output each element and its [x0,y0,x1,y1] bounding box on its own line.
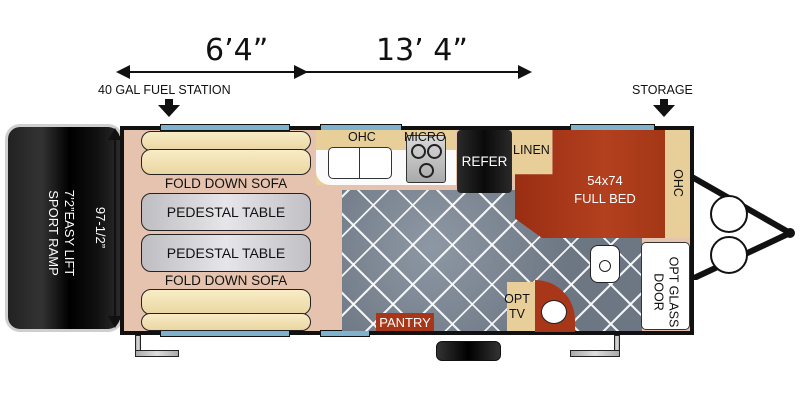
micro-label: MICRO [404,130,446,144]
window-bottom-kitchen [320,330,370,337]
burner-icon [427,144,442,159]
pantry: PANTRY [376,313,434,331]
dimension-line [128,71,298,73]
arrow-right-icon [518,65,532,79]
dimension-arrow-rear [300,65,532,79]
window-bottom-front [160,330,290,337]
burner-icon [411,144,426,159]
opt-tv-label: OPT TV [502,292,532,322]
fold-down-sofa-top-label: FOLD DOWN SOFA [164,176,288,191]
storage-label: STORAGE [632,83,693,97]
bed-size-label: 54x74 [587,173,623,188]
window-top-bedroom [570,124,655,131]
sofa-seat-cushion-top [141,149,311,175]
sink-icon [328,147,392,179]
ramp-label-line1: 7’2”EASY LIFT [62,189,77,277]
burner-icon [419,163,434,178]
dimension-line [114,138,116,318]
stabilizer-jack-rear-arm [570,350,620,357]
linen-label: LINEN [513,143,550,157]
opt-tv-cabinet [507,282,535,331]
dimension-line [300,71,520,73]
sofa-seat-cushion-bottom [141,289,311,315]
shower-door-line1: OPT GLASS [666,256,681,328]
refrigerator: REFER [457,130,512,193]
sofa-back-cushion-bottom [141,313,311,331]
arrow-up-icon [108,128,122,140]
width-dimension [108,128,122,328]
shower-door-line2: DOOR [651,273,666,311]
bath-sink-icon [541,300,567,324]
window-top-front [160,124,290,131]
fuel-station-label: 40 GAL FUEL STATION [98,83,231,97]
stove [406,135,446,183]
bed-label: 54x74 FULL BED [560,172,650,208]
sofa-back-cushion-top [141,131,311,151]
stabilizer-jack-front-arm [135,350,179,357]
dimension-arrow-front [116,65,308,79]
arrow-left-icon [116,65,130,79]
shower [641,242,690,330]
sport-ramp: 7’2”EASY LIFT SPORT RAMP [8,127,120,329]
toilet-icon [590,245,620,283]
opt-tv-line1: OPT [504,292,530,306]
ramp-label-line2: SPORT RAMP [46,190,61,276]
bedroom-ohc-label: OHC [670,169,685,197]
storage-arrow-icon [653,99,675,117]
propane-tank-top [710,195,748,233]
ramp-label: 7’2”EASY LIFT SPORT RAMP [45,178,77,288]
dimension-rear-label: 13’ 4” [376,33,468,68]
fold-down-sofa-bottom-label: FOLD DOWN SOFA [164,273,288,288]
shower-door-label: OPT GLASS DOOR [650,257,680,328]
tire-icon [436,341,501,361]
fuel-station-arrow-icon [158,99,180,117]
width-dimension-label: 97-1/2” [93,206,109,249]
bed-type-label: FULL BED [574,191,636,206]
opt-tv-line2: TV [509,307,525,321]
propane-tank-bottom [710,236,748,274]
bedroom-ohc [665,130,690,238]
pedestal-table-bottom: PEDESTAL TABLE [141,234,311,272]
arrow-down-icon [108,316,122,328]
dimension-front-label: 6’4” [205,33,269,68]
pedestal-table-top: PEDESTAL TABLE [141,193,311,231]
linen-closet [512,130,552,175]
ohc-kitchen-label: OHC [348,130,376,144]
